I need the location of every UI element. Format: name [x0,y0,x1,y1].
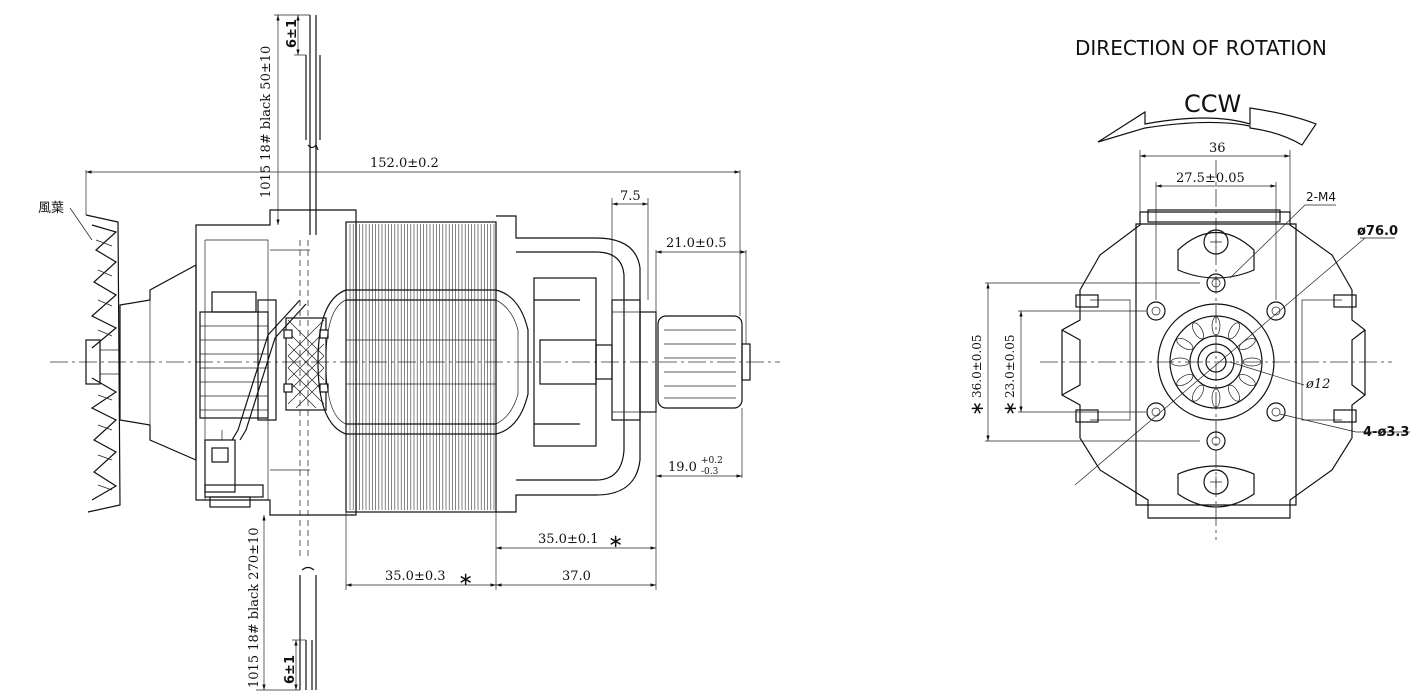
side-view: 風葉 [38,14,780,691]
dim-shaft-length: 21.0±0.5 [666,236,727,251]
dim-height-outer: 36.0±0.05 [970,335,984,399]
strip-bottom-label: 6±1 [283,655,298,684]
hub-tooth [1227,384,1241,402]
hub-tooth [1211,316,1221,336]
rotation-direction: CCW [1184,90,1241,118]
strip-top-label: 6±1 [285,19,300,48]
rotation-arrow [1097,107,1317,146]
hub-tooth [1227,322,1241,340]
bore-diameter-label: ø12 [1305,377,1330,392]
terminal [204,430,264,508]
star-mark-3: ∗ [967,401,988,416]
rear-bracket [195,209,357,516]
hub-tooth [1170,357,1190,367]
end-frame [1135,223,1297,506]
fan-label: 風葉 [38,201,64,216]
star-mark-2: ∗ [458,569,473,590]
hub-tooth [1176,373,1194,387]
pinion [657,315,751,409]
dim-shaft-step: 7.5 [620,189,641,204]
hub-tooth [1238,373,1256,387]
mount-holes [1146,273,1286,451]
winding-front [495,289,529,435]
dim-stack-to-end: 35.0±0.1 [538,532,599,547]
hub-tooth [1176,337,1194,351]
mount-hole-leader [1279,413,1357,433]
top-boss [1177,231,1255,279]
mount-holes-label: 4-ø3.3 [1363,425,1409,440]
bore-leader [1229,361,1305,386]
dim-bracket-length: 37.0 [562,569,591,584]
outer-diameter-label: ø76.0 [1357,224,1398,239]
dim-stack-length: 35.0±0.3 [385,569,446,584]
end-housing [1061,211,1366,519]
star-mark-1: ∗ [608,531,623,552]
hub-tooth [1242,357,1262,367]
dim-shaft-tol-lower: -0.3 [701,467,719,477]
fan-leader [69,207,93,241]
dim-shaft-tol-upper: +0.2 [701,456,723,466]
winding-rear [317,289,347,435]
dim-shaft-tol: 19.0 [668,460,697,475]
bottom-boss [1177,465,1255,508]
fan [85,214,121,513]
bearing-hub [1157,303,1275,421]
end-top-tab [1147,209,1281,223]
lead-bottom-label: 1015 18# black 270±10 [247,527,262,688]
dim-width-holes: 27.5±0.05 [1176,171,1245,186]
hub-tooth [1191,384,1205,402]
hub-tooth [1191,322,1205,340]
m4-leader [1229,204,1306,279]
end-view: DIRECTION OF ROTATION CCW [967,36,1410,540]
dim-height-inner: 23.0±0.05 [1003,335,1017,399]
dim-overall-length: 152.0±0.2 [370,156,439,171]
stator-stack [345,221,497,513]
lead-top-label: 1015 18# black 50±10 [259,46,274,198]
dim-width-overall: 36 [1209,141,1226,156]
thread-holes-label: 2-M4 [1306,190,1336,204]
front-bracket [496,215,657,513]
commutator [199,291,277,421]
od-leader [1074,237,1366,486]
rotation-title: DIRECTION OF ROTATION [1075,36,1327,60]
lead-wires [231,15,321,690]
star-mark-4: ∗ [1000,401,1021,416]
hub-tooth [1238,337,1256,351]
rear-cap [119,263,197,461]
hub-tooth [1211,388,1221,408]
